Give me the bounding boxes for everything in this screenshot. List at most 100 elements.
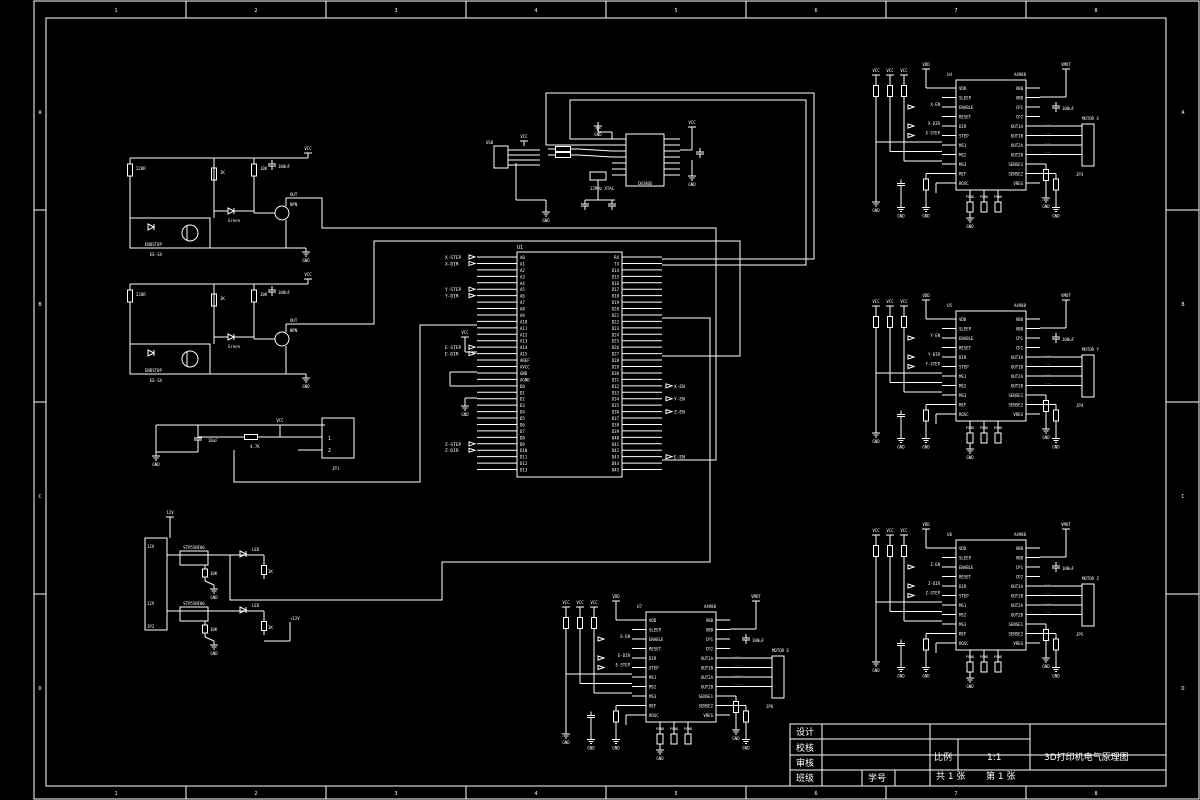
driver-pin-label: ENABLE xyxy=(959,565,974,570)
ground-symbol: GND xyxy=(922,203,930,219)
mcu-pin-label: D11 xyxy=(520,455,528,460)
driver-pin-label: CP1 xyxy=(706,637,714,642)
net-arrow xyxy=(907,335,916,341)
ref-resistor xyxy=(923,638,929,651)
pin-number: 1 xyxy=(328,436,331,442)
mcu-pin-label: D18 xyxy=(612,294,620,299)
pgnd-pad xyxy=(656,733,664,745)
driver-chip: A4988 xyxy=(1014,72,1027,77)
status-led xyxy=(239,606,248,614)
driver-pin-label: SENSE1 xyxy=(1009,622,1024,627)
thermistor-connector xyxy=(321,417,355,459)
motor-connector xyxy=(771,655,785,699)
column-marker-top: 2 xyxy=(254,8,257,14)
driver-pin-label: MS1 xyxy=(959,603,967,608)
mcu-pin-label: D33 xyxy=(612,390,620,395)
thermistor-resistor xyxy=(244,434,258,440)
vcc-label: VCC xyxy=(900,528,908,533)
driver-chip: A4988 xyxy=(1014,303,1027,308)
vcc-symbol: VCC xyxy=(886,68,894,80)
mosfet xyxy=(179,550,209,566)
driver-pin-label: OUT1B xyxy=(1011,365,1024,370)
mcu-pin-label: D42 xyxy=(612,448,620,453)
mcu-pin-label: D19 xyxy=(612,300,620,305)
ground-symbol: GND xyxy=(688,172,696,187)
mcu-pin-label: A4 xyxy=(520,281,525,286)
driver-net-label: Y-DIR xyxy=(928,352,941,357)
vcc-label: VCC xyxy=(872,68,880,73)
mcu-pin-label: D37 xyxy=(612,416,620,421)
pin-number: 2 xyxy=(328,448,331,454)
pgnd-pad xyxy=(980,201,988,213)
net-arrow xyxy=(907,354,916,360)
c-value: 100uF xyxy=(1062,566,1075,571)
column-marker-bottom: 7 xyxy=(954,791,957,797)
mcu-pin-label: AVCC xyxy=(520,365,530,370)
tb-sheets: 共 1 张 xyxy=(936,771,965,782)
motor-connector xyxy=(1081,583,1095,627)
ref-cap xyxy=(897,179,905,190)
wire xyxy=(306,197,717,461)
column-marker-bottom: 5 xyxy=(674,791,677,797)
driver-ref: U4 xyxy=(947,72,952,77)
wire xyxy=(229,317,711,601)
connector-label: JP6 xyxy=(766,704,774,709)
trace-dash: ---- xyxy=(734,673,741,677)
driver-pin-label: RESET xyxy=(649,647,662,652)
net-arrow xyxy=(907,592,916,599)
ground-label: GND xyxy=(872,439,880,444)
ground-symbol: GND xyxy=(1042,194,1050,209)
tb-scale-value: 1:1 xyxy=(987,753,1001,763)
driver-pin-label: VBB xyxy=(1016,327,1024,332)
trace-dash: ---- xyxy=(734,683,741,687)
net-arrow xyxy=(468,441,477,447)
r-value: 10K xyxy=(210,571,218,576)
npn-transistor xyxy=(274,331,290,347)
driver-pin-label: OUT2A xyxy=(1011,603,1024,608)
ground-symbol: GND xyxy=(872,658,880,673)
vcc-symbol: VDD xyxy=(922,522,930,534)
driver-pin-label: VBB xyxy=(1016,96,1024,101)
endstop-r1 xyxy=(127,163,133,177)
ground-symbol: GND xyxy=(922,663,930,679)
mcu-pin-label: A12 xyxy=(520,332,528,337)
driver-pin-label: VDD xyxy=(959,317,967,322)
pgnd-label: PGND xyxy=(994,195,1002,199)
net-arrow xyxy=(907,104,916,110)
pgnd-pad xyxy=(670,733,678,745)
net-label-right: Z-EN xyxy=(674,410,685,416)
ground-label: GND xyxy=(966,684,974,689)
vcc-label: VCC xyxy=(276,418,284,423)
column-marker-top: 4 xyxy=(534,8,537,14)
driver-pin-label: OUT2A xyxy=(1011,374,1024,379)
column-marker-bottom: 8 xyxy=(1094,791,1097,797)
vcc-symbol: VMOT xyxy=(1061,293,1071,305)
driver-pin-label: OUT1A xyxy=(1011,584,1024,589)
mcu-section: U1A0A1A2A3A4A5A6A7A8A9A10A11A12A13A14A15… xyxy=(445,245,685,478)
driver-pin-label: SENSE2 xyxy=(1009,632,1024,637)
mcu-pin-label: D36 xyxy=(612,410,620,415)
r-value: 1K xyxy=(268,569,273,574)
diode-body xyxy=(227,333,236,341)
pgnd-pad xyxy=(966,432,974,444)
ground-label: GND xyxy=(210,595,218,600)
connector-label: JP2 xyxy=(147,624,155,629)
ground-label: GND xyxy=(688,182,696,187)
mcu-pin-label: D38 xyxy=(612,422,620,427)
mcu-pin-label: A8 xyxy=(520,307,525,312)
vcc-label: VCC xyxy=(520,134,528,139)
driver-net-label: E-STEP xyxy=(616,663,631,668)
mcu-pin-label: A2 xyxy=(520,268,525,273)
ground-label: GND xyxy=(966,455,974,460)
q-value: NPN xyxy=(290,328,298,333)
pgnd-pad xyxy=(994,201,1002,213)
tb-scale-label: 比例 xyxy=(934,751,952,763)
ground-label: GND xyxy=(302,384,310,389)
pullup-resistor xyxy=(563,617,569,629)
ground-symbol: GND xyxy=(897,203,905,219)
vcc-label: VMOT xyxy=(1061,62,1071,67)
ground-label: GND xyxy=(966,224,974,229)
phototransistor xyxy=(181,224,199,242)
driver-chip: A4988 xyxy=(1014,532,1027,537)
